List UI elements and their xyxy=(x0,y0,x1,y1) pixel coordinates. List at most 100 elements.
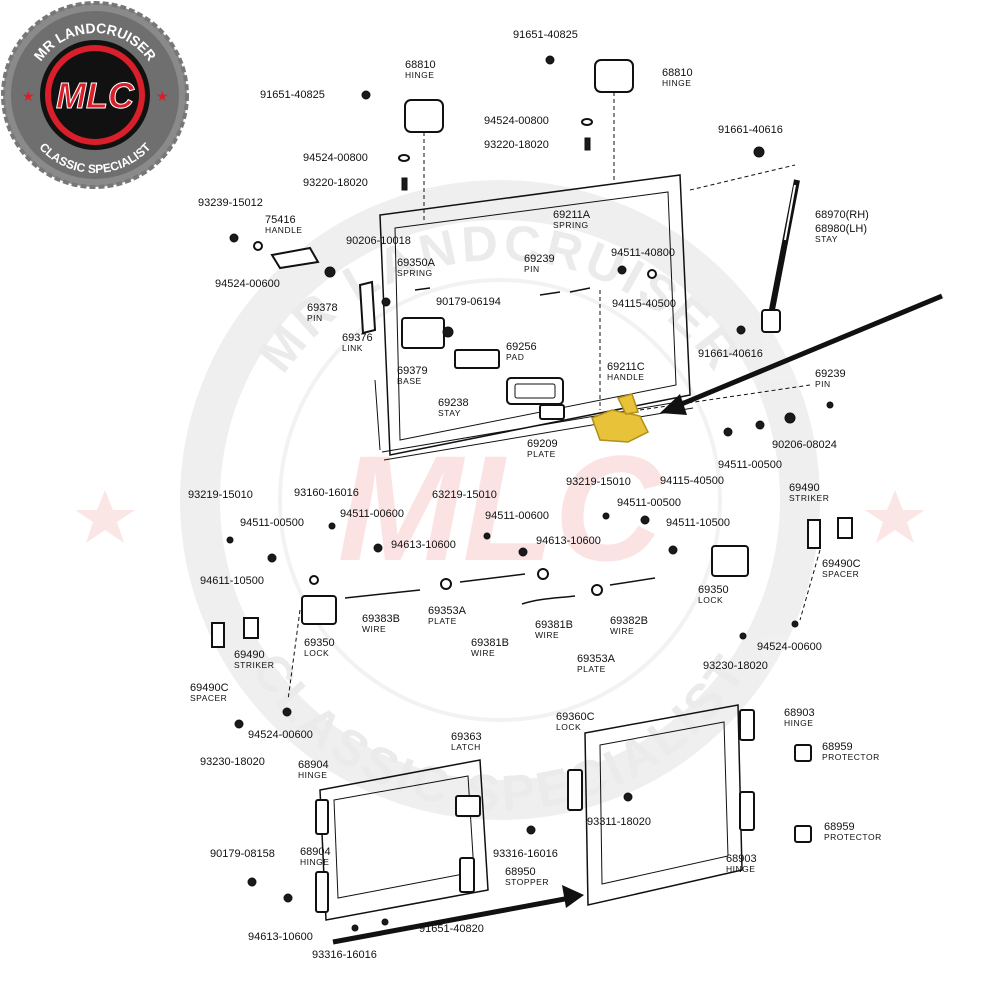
part-number-l16: 94511-40800 xyxy=(611,247,675,259)
part-name-l17: PIN xyxy=(524,264,540,274)
part-number-l10: 93239-15012 xyxy=(198,197,263,209)
part-name-l26: BASE xyxy=(397,376,422,386)
lower-doors xyxy=(234,704,812,932)
part-name-l50: PLATE xyxy=(428,616,457,626)
part-number-l23: 69376 xyxy=(342,332,373,344)
part-number-l50: 69353A xyxy=(428,605,467,617)
part-number-l15: 90206-10018 xyxy=(346,235,411,247)
part-number-l65: 93230-18020 xyxy=(200,756,265,768)
lock-wire-hardware xyxy=(211,512,853,701)
part-number-l36: 93219-15010 xyxy=(188,489,253,501)
part-labels: 91651-4082568810HINGE91651-4082568810HIN… xyxy=(188,29,881,961)
part-name-l27: HANDLE xyxy=(607,372,644,382)
part-number-l70: 90179-08158 xyxy=(210,848,275,860)
part-number-l31: 90206-08024 xyxy=(772,439,837,451)
part-number-l14: 68980(LH) xyxy=(815,223,867,235)
part-name-l46: SPACER xyxy=(822,569,859,579)
part-name-l72: HINGE xyxy=(726,864,755,874)
part-number-l2: 68810 xyxy=(405,59,436,71)
part-name-l4: HINGE xyxy=(662,78,691,88)
part-number-l63: 69363 xyxy=(451,731,482,743)
part-number-l25: 91661-40616 xyxy=(698,348,763,360)
part-name-l14: STAY xyxy=(815,234,838,244)
part-number-l75: 91651-40820 xyxy=(419,923,484,935)
part-number-l26: 69379 xyxy=(397,365,428,377)
part-number-l60: 69360C xyxy=(556,711,595,723)
part-number-l11: 75416 xyxy=(265,214,296,226)
part-number-l27: 69211C xyxy=(607,361,645,373)
part-number-l71: 93316-16016 xyxy=(493,848,558,860)
logo-mark: MLC xyxy=(56,75,135,116)
part-name-l64: PROTECTOR xyxy=(822,752,880,762)
part-number-l46: 69490C xyxy=(822,558,861,570)
part-number-l53: 94524-00600 xyxy=(757,641,822,653)
part-number-l62: 94524-00600 xyxy=(248,729,313,741)
part-number-l56: 69353A xyxy=(577,653,616,665)
part-number-l12: 69211A xyxy=(553,209,591,221)
part-name-l73: STOPPER xyxy=(505,877,549,887)
part-number-l55: 69381B xyxy=(471,637,509,649)
part-number-l13: 68970(RH) xyxy=(815,209,869,221)
part-name-l23: LINK xyxy=(342,343,363,353)
part-number-l5: 94524-00800 xyxy=(484,115,549,127)
part-number-l35: 69490 xyxy=(789,482,820,494)
part-number-l54: 69350 xyxy=(304,637,335,649)
part-number-l30: 69209 xyxy=(527,438,558,450)
part-number-l33: 94115-40500 xyxy=(660,475,724,487)
part-name-l55: WIRE xyxy=(471,648,495,658)
part-number-l34: 93219-15010 xyxy=(566,476,631,488)
part-number-l66: 68904 xyxy=(298,759,329,771)
part-name-l29: STAY xyxy=(438,408,461,418)
hinge-right-upper xyxy=(594,59,634,93)
part-number-l57: 93230-18020 xyxy=(703,660,768,672)
part-number-l45: 94613-10600 xyxy=(536,535,601,547)
part-name-l61: HINGE xyxy=(784,718,813,728)
upper-back-door xyxy=(229,55,834,461)
part-number-l37: 93160-16016 xyxy=(294,487,359,499)
part-number-l17: 69239 xyxy=(524,253,555,265)
part-name-l49: WIRE xyxy=(362,624,386,634)
part-name-l30: PLATE xyxy=(527,449,556,459)
part-number-l69: 68904 xyxy=(300,846,331,858)
svg-text:CLASSIC SPECIALIST: CLASSIC SPECIALIST xyxy=(241,643,759,822)
part-name-l63: LATCH xyxy=(451,742,481,752)
part-name-l48: LOCK xyxy=(698,595,723,605)
part-number-l29: 69238 xyxy=(438,397,469,409)
watermark-mark: MLC xyxy=(338,424,666,592)
part-name-l69: HINGE xyxy=(300,857,329,867)
part-name-l2: HINGE xyxy=(405,70,434,80)
part-number-l47: 94611-10500 xyxy=(200,575,264,587)
part-number-l4: 68810 xyxy=(662,67,693,79)
part-name-l59: SPACER xyxy=(190,693,227,703)
mlc-logo: MR LANDCRUISER CLASSIC SPECIALIST MLC ★ … xyxy=(1,1,189,189)
lock-left xyxy=(301,595,337,625)
logo-star-right: ★ xyxy=(156,88,169,104)
part-number-l73: 68950 xyxy=(505,866,536,878)
part-name-l35: STRIKER xyxy=(789,493,829,503)
lock-right xyxy=(711,545,749,577)
part-name-l12: SPRING xyxy=(553,220,589,230)
part-number-l51: 69382B xyxy=(610,615,648,627)
part-number-l18: 69350A xyxy=(397,257,436,269)
part-number-l3: 91651-40825 xyxy=(260,89,325,101)
part-number-l39: 94511-00500 xyxy=(617,497,681,509)
part-number-l24: 69256 xyxy=(506,341,537,353)
part-number-l59: 69490C xyxy=(190,682,229,694)
part-number-l64: 68959 xyxy=(822,741,853,753)
part-number-l74: 94613-10600 xyxy=(248,931,313,943)
part-number-l48: 69350 xyxy=(698,584,729,596)
logo-star-left: ★ xyxy=(22,88,35,104)
part-number-l68: 68959 xyxy=(824,821,855,833)
part-number-l58: 69490 xyxy=(234,649,265,661)
part-name-l18: SPRING xyxy=(397,268,433,278)
watermark-bottom-text: CLASSIC SPECIALIST xyxy=(241,643,755,822)
part-number-l40: 94511-00600 xyxy=(340,508,404,520)
part-number-l6: 93220-18020 xyxy=(484,139,549,151)
handle-69211c-highlight xyxy=(591,409,650,443)
part-number-l72: 68903 xyxy=(726,853,757,865)
part-number-l28: 69239 xyxy=(815,368,846,380)
part-number-l1: 91651-40825 xyxy=(513,29,578,41)
part-name-l56: PLATE xyxy=(577,664,606,674)
part-name-l58: STRIKER xyxy=(234,660,274,670)
part-name-l24: PAD xyxy=(506,352,524,362)
